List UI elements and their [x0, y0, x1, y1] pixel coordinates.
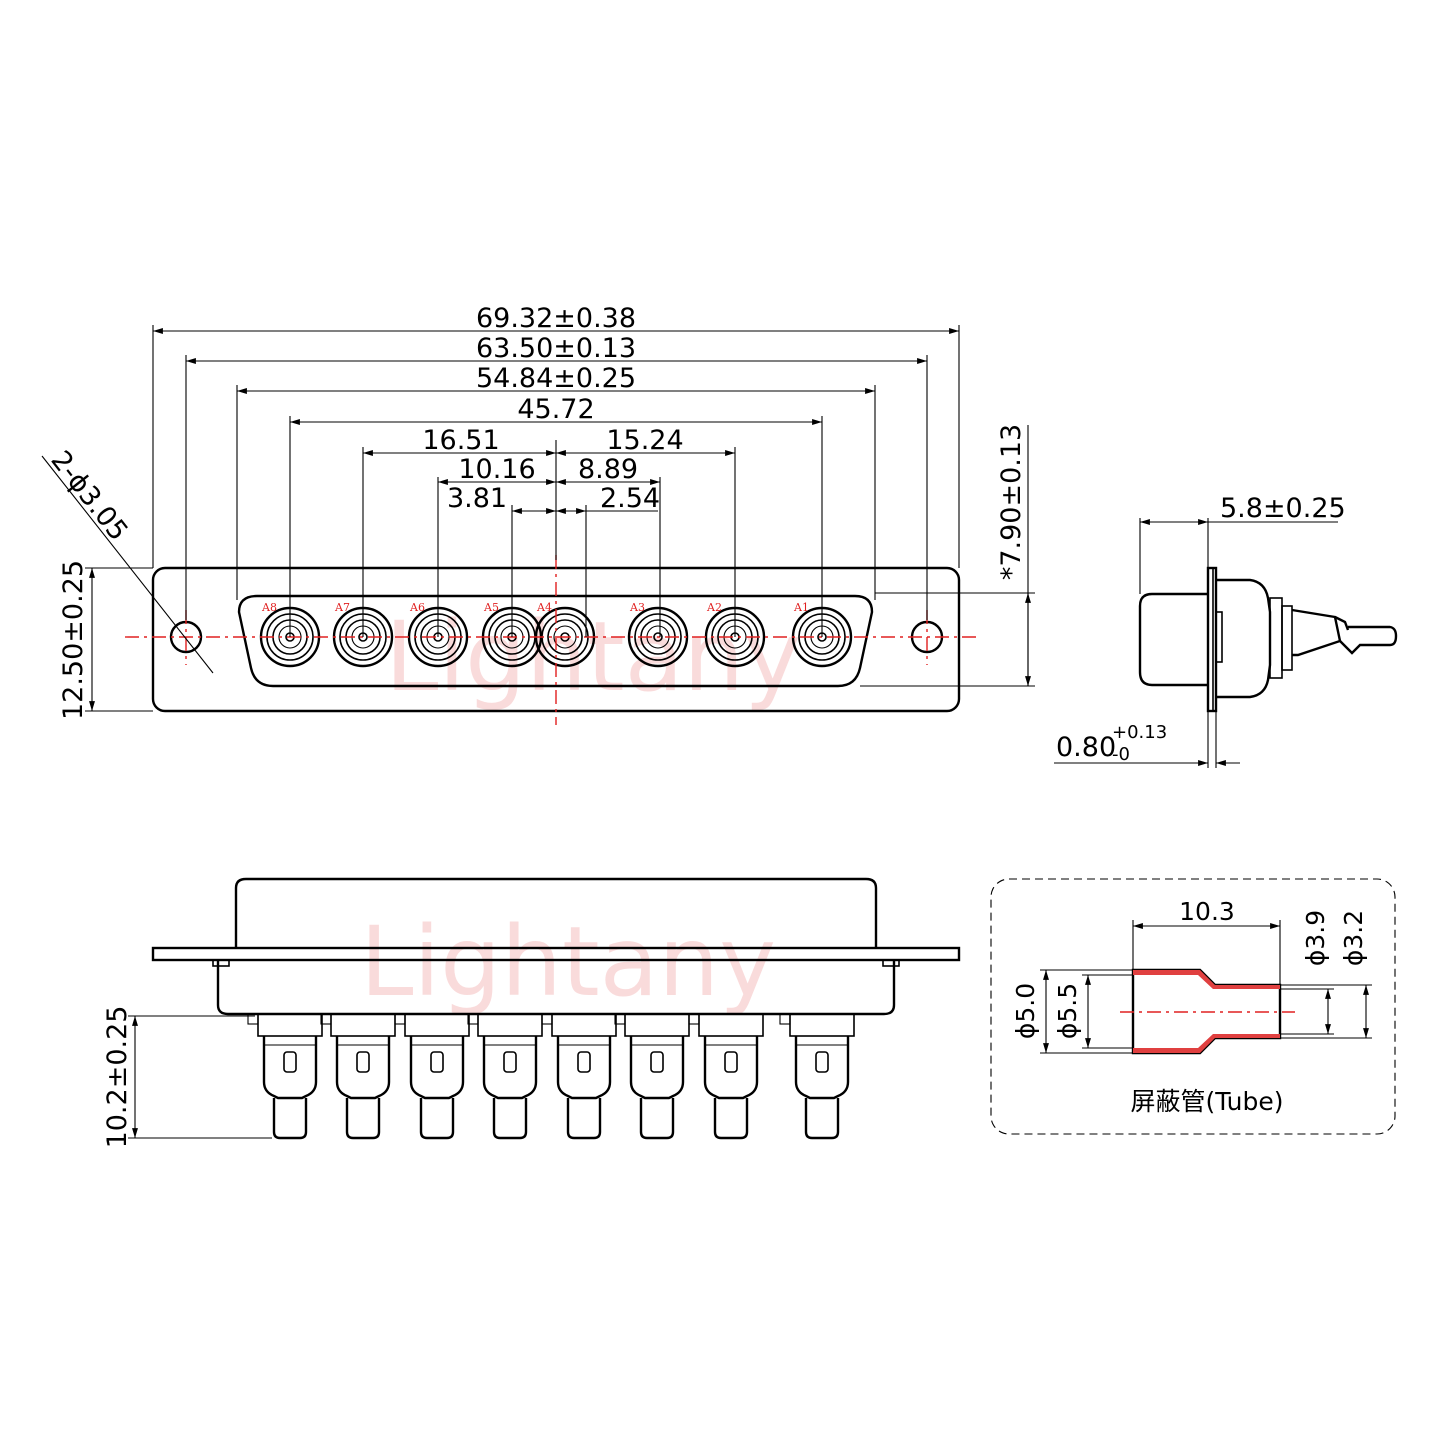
dim-side-depth: 5.8±0.25	[1220, 493, 1346, 524]
tube-caption: 屏蔽管(Tube)	[1130, 1087, 1283, 1116]
dim-flange-tol-plus: +0.13	[1112, 722, 1167, 743]
dim-right-8-89: 8.89	[578, 454, 638, 485]
pin-label-a8: A8	[261, 601, 277, 614]
dim-hole-diameter: 2-ϕ3.05	[44, 445, 133, 547]
bottom-pin	[614, 1013, 690, 1140]
tube-d50-dim: ϕ5.0	[1011, 983, 1040, 1039]
pin-label-a5: A5	[483, 601, 499, 614]
tube-d32-dim: ϕ3.2	[1339, 910, 1368, 966]
pin-label-a1: A1	[793, 601, 809, 614]
bottom-pin	[688, 1013, 764, 1140]
pin-label-a7: A7	[334, 601, 350, 614]
bottom-view: 10.2±0.25	[102, 877, 961, 1149]
dim-left-3-81: 3.81	[447, 483, 507, 514]
dim-outer-pin-spacing: 45.72	[517, 394, 594, 425]
dim-flange-thickness: 0.80	[1056, 732, 1116, 763]
dim-right-15-24: 15.24	[606, 425, 683, 456]
bottom-pin	[320, 1013, 396, 1140]
pin-label-a6: A6	[409, 601, 425, 614]
side-view: 5.8±0.25 0.80 +0.13 -0	[1054, 493, 1398, 768]
dim-flange-tol-minus: -0	[1112, 744, 1130, 765]
bottom-pin	[541, 1013, 617, 1140]
dim-mount-hole-spacing: 63.50±0.13	[476, 333, 636, 364]
bottom-pin	[394, 1013, 470, 1140]
pin-label-a2: A2	[706, 601, 722, 614]
tube-d39-dim: ϕ3.9	[1301, 910, 1330, 966]
watermark-top: Lightany	[385, 601, 801, 713]
tube-detail: 10.3 ϕ5.0 ϕ5.5 ϕ3.9 ϕ3.2 屏蔽管(Tube)	[990, 878, 1396, 1135]
dim-pin-length: 10.2±0.25	[102, 1006, 133, 1149]
pin-label-a4: A4	[536, 601, 552, 614]
tube-length-dim: 10.3	[1179, 897, 1235, 926]
front-shell	[237, 594, 874, 688]
tube-d55-dim: ϕ5.5	[1053, 983, 1082, 1039]
bottom-pin	[247, 1013, 323, 1140]
pin-label-a3: A3	[629, 601, 645, 614]
dim-right-2-54: 2.54	[600, 483, 660, 514]
watermark-bottom: Lightany	[360, 906, 776, 1018]
dim-shell-width: 54.84±0.25	[476, 363, 636, 394]
bottom-pin	[779, 1013, 855, 1140]
dim-overall-width: 69.32±0.38	[476, 303, 636, 334]
bottom-pin	[467, 1013, 543, 1140]
dim-flange-height: 12.50±0.25	[58, 560, 89, 720]
bottom-pin-group	[247, 1013, 855, 1140]
dim-shell-height: *7.90±0.13	[996, 424, 1027, 580]
dim-left-16-51: 16.51	[422, 425, 499, 456]
dim-left-10-16: 10.16	[458, 454, 535, 485]
